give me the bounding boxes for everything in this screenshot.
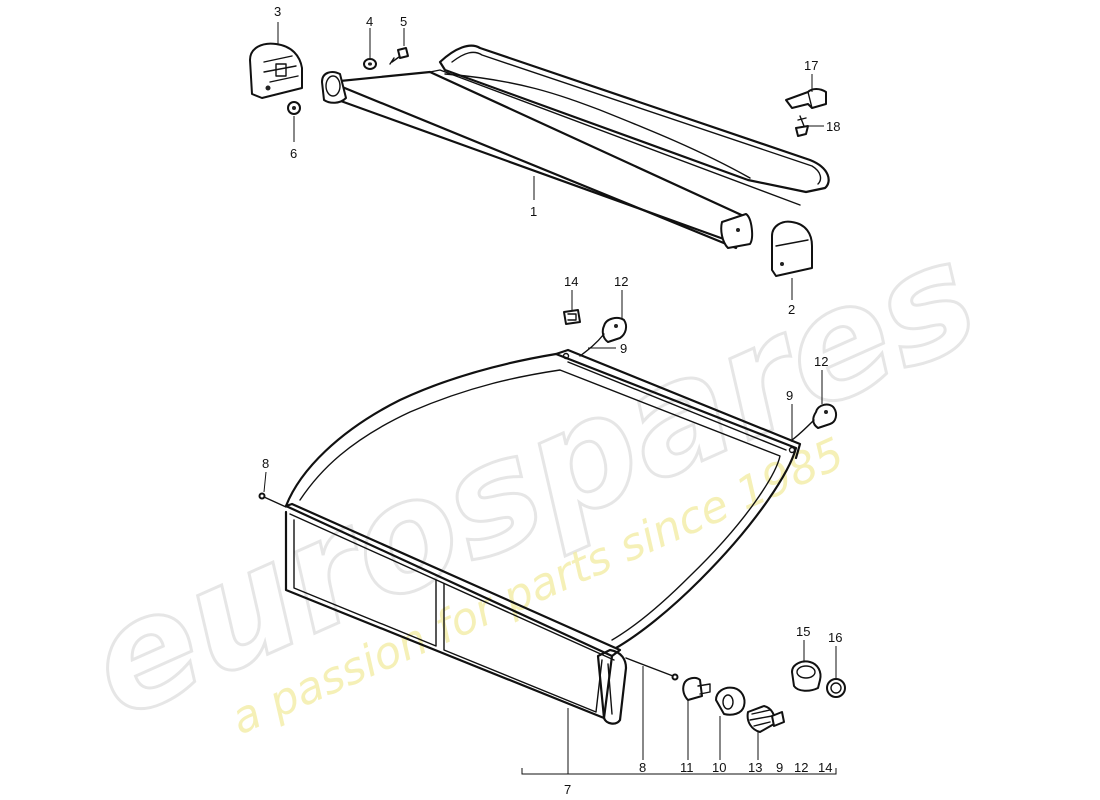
rear-bar-caps bbox=[562, 352, 796, 454]
callout-6: 6 bbox=[290, 146, 297, 161]
part-5-screw bbox=[389, 47, 409, 65]
callout-8-bottom: 8 bbox=[639, 760, 646, 775]
callout-15: 15 bbox=[796, 624, 810, 639]
part-4-washer bbox=[363, 58, 377, 70]
callout-2: 2 bbox=[788, 302, 795, 317]
callout-12-top: 12 bbox=[614, 274, 628, 289]
cover-panel bbox=[438, 44, 830, 194]
callout-1: 1 bbox=[530, 204, 537, 219]
part-8-pin-left bbox=[258, 492, 287, 508]
part-2-end-cap bbox=[771, 220, 813, 277]
callout-4: 4 bbox=[366, 14, 373, 29]
part-8-pin-right bbox=[625, 657, 679, 681]
callout-9-top: 9 bbox=[620, 341, 627, 356]
part-15-plug bbox=[791, 660, 822, 692]
part-13-knob bbox=[746, 705, 785, 733]
callout-14: 14 bbox=[564, 274, 578, 289]
callout-9-right: 9 bbox=[786, 388, 793, 403]
leader-lines bbox=[263, 22, 837, 775]
callout-9-bottom: 9 bbox=[776, 760, 783, 775]
front-panel bbox=[284, 510, 628, 725]
part-10-sleeve bbox=[715, 686, 746, 716]
callout-7: 7 bbox=[564, 782, 571, 797]
cover-frame bbox=[284, 348, 802, 650]
callout-labels: 3 4 5 6 1 2 17 18 14 12 9 12 9 8 15 16 8… bbox=[262, 4, 842, 797]
part-6-washer bbox=[287, 101, 301, 115]
callout-3: 3 bbox=[274, 4, 281, 19]
part-18-screw bbox=[795, 115, 809, 137]
part-17-clip bbox=[785, 88, 827, 109]
right-tube-cap bbox=[720, 213, 754, 249]
part-12-anchor-top bbox=[579, 317, 628, 357]
front-roller-bar bbox=[284, 502, 622, 661]
callout-13: 13 bbox=[748, 760, 762, 775]
callout-12-right: 12 bbox=[814, 354, 828, 369]
part-12-anchor-right bbox=[791, 403, 838, 441]
callout-10: 10 bbox=[712, 760, 726, 775]
callout-16: 16 bbox=[828, 630, 842, 645]
callout-8-left: 8 bbox=[262, 456, 269, 471]
left-end-cap bbox=[321, 71, 347, 104]
callout-11: 11 bbox=[680, 760, 694, 775]
callout-12-bottom: 12 bbox=[794, 760, 808, 775]
part-11-bracket bbox=[682, 676, 711, 701]
callout-18: 18 bbox=[826, 119, 840, 134]
callout-17: 17 bbox=[804, 58, 818, 73]
part-16-ring bbox=[826, 678, 846, 698]
part-3-bracket bbox=[249, 42, 303, 99]
part-14-clip bbox=[563, 309, 581, 325]
callout-14-bottom: 14 bbox=[818, 760, 832, 775]
callout-5: 5 bbox=[400, 14, 407, 29]
